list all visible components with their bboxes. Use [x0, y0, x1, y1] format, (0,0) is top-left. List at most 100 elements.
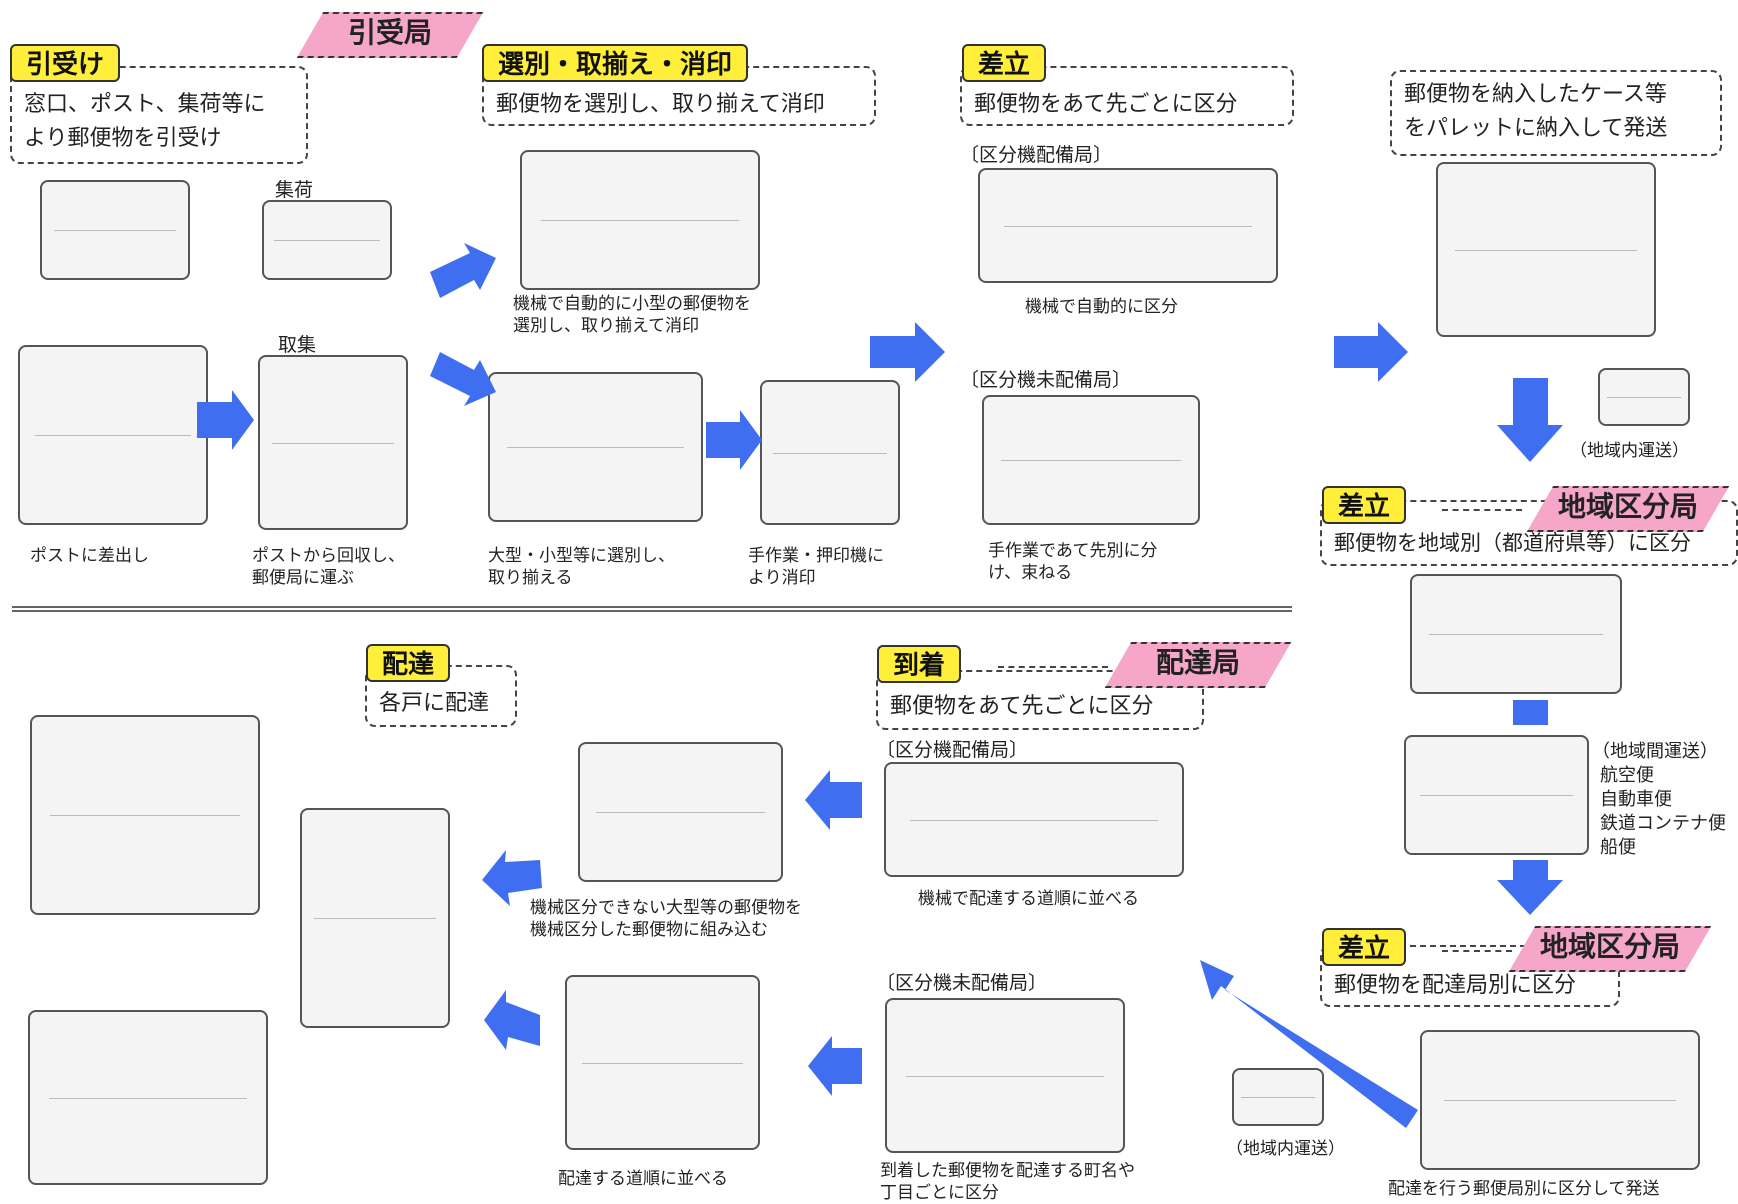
inter-transport-rail: 鉄道コンテナ便 [1600, 813, 1726, 834]
route-order-label: 配達する道順に並べる [558, 1169, 728, 1189]
regional-truck-1-illustration [1598, 368, 1690, 426]
hikiuke-description-line2: より郵便物を引受け [24, 126, 222, 151]
workers-hand-sorting-illustration [982, 395, 1200, 525]
sashitate-regional-connector [1442, 509, 1522, 511]
pallet-description-box: 郵便物を納入したケース等 をパレットに納入して発送 [1390, 70, 1722, 156]
post-collect-line2: 郵便局に運ぶ [252, 568, 354, 588]
hikiuke-description-line1: 窓口、ポスト、集荷等に [24, 92, 266, 117]
post-collect-line1: ポストから回収し、 [252, 546, 405, 566]
sort-by-size-line1: 大型・小型等に選別し、 [488, 546, 675, 566]
sashitate-top-description: 郵便物をあて先ごとに区分 [974, 92, 1238, 117]
top-machine-office-label: 〔区分機配備局〕 [960, 144, 1113, 166]
mailbox-child-illustration [18, 345, 208, 525]
sashitate-regional-stage-tag: 差立 [1322, 486, 1407, 524]
sashitate-top-description-box: 郵便物をあて先ごとに区分 [960, 66, 1294, 126]
merge-large-label: 機械区分できない大型等の郵便物を 機械区分した郵便物に組み込む [530, 897, 802, 941]
send-by-office-label: 配達を行う郵便局別に区分して発送 [1388, 1179, 1660, 1199]
arrow-size-to-cancel-icon [706, 410, 762, 470]
collection-van-illustration [262, 200, 392, 280]
pallet-loading-worker-illustration [1436, 162, 1656, 337]
bottom-machine-office-label: 〔区分機配備局〕 [876, 739, 1029, 761]
inter-transport-list: （地域間運送） 航空便 自動車便 鉄道コンテナ便 船便 [1592, 740, 1726, 860]
hand-sort-line1: 手作業であて先別に分 [988, 541, 1158, 561]
post-collect-label: ポストから回収し、 郵便局に運ぶ [252, 545, 405, 589]
machine-route-label: 機械で配達する道順に並べる [918, 889, 1139, 909]
regional-truck-2-illustration [1232, 1068, 1324, 1126]
bottom-no-machine-office-label: 〔区分機未配備局〕 [876, 972, 1048, 994]
merge-large-line1: 機械区分できない大型等の郵便物を [530, 898, 802, 918]
top-no-machine-office-label: 〔区分機未配備局〕 [960, 369, 1132, 391]
pallet-description-line1: 郵便物を納入したケース等 [1404, 82, 1667, 107]
automatic-canceling-machine-illustration [520, 150, 760, 290]
sashitate-regional-office-tag: 地域区分局 [1526, 486, 1730, 532]
inter-transport-air: 航空便 [1600, 765, 1654, 786]
tochaku-description: 郵便物をあて先ごとに区分 [890, 694, 1154, 719]
hikiuke-office-label: 引受局 [347, 16, 432, 49]
sashitate-delivery-description: 郵便物を配達局別に区分 [1334, 973, 1577, 998]
sashitate-delivery-office-label: 地域区分局 [1539, 930, 1680, 963]
arrival-sort-line1: 到着した郵便物を配達する町名や [880, 1161, 1135, 1181]
hand-sort-line2: け、束ねる [988, 563, 1073, 583]
shuka-label: 集荷 [275, 179, 314, 201]
arrow-to-sashitate-icon [870, 322, 945, 382]
top-sorting-machine-illustration [978, 168, 1278, 283]
inter-transport-ship: 船便 [1600, 837, 1636, 858]
machine-cancel-label: 機械で自動的に小型の郵便物を 選別し、取り揃えて消印 [513, 293, 751, 337]
arrow-to-arrival-icon [1200, 960, 1418, 1128]
arrow-to-machine-cancel-icon [430, 243, 496, 298]
carrier-on-motorcycle-illustration [300, 808, 450, 1028]
machine-cancel-line1: 機械で自動的に小型の郵便物を [513, 294, 751, 314]
sort-by-size-line2: 取り揃える [488, 568, 573, 588]
carrier-handing-letter-illustration [30, 715, 260, 915]
post-office-building-illustration [40, 180, 190, 280]
senbetsu-description: 郵便物を選別し、取り揃えて消印 [496, 92, 825, 117]
sashitate-delivery-connector [1442, 950, 1512, 952]
hand-sort-label: 手作業であて先別に分 け、束ねる [988, 540, 1158, 584]
section-divider [12, 606, 1292, 612]
sort-by-size-label: 大型・小型等に選別し、 取り揃える [488, 545, 675, 589]
sashitate-regional-description: 郵便物を地域別（都道府県等）に区分 [1334, 531, 1691, 555]
worker-route-ordering-illustration [565, 975, 760, 1150]
pallet-description-line2: をパレットに納入して発送 [1404, 116, 1668, 141]
tochaku-office-tag: 配達局 [1104, 642, 1292, 688]
sashitate-delivery-stage-tag: 差立 [1322, 928, 1407, 966]
worker-sorting-by-size-illustration [488, 372, 703, 522]
bottom-sorting-machine-illustration [884, 762, 1184, 877]
worker-hand-canceling-illustration [760, 380, 900, 525]
arrival-sort-label: 到着した郵便物を配達する町名や 丁目ごとに区分 [880, 1160, 1135, 1204]
machine-cancel-line2: 選別し、取り揃えて消印 [513, 316, 700, 336]
carrier-at-mailboxes-illustration [28, 1010, 268, 1185]
sashitate-top-stage-tag: 差立 [962, 44, 1047, 82]
tochaku-office-label: 配達局 [1155, 646, 1240, 679]
hikiuke-stage-tag: 引受け [10, 44, 121, 82]
arrow-inter-down-icon [1497, 860, 1563, 915]
shushu-label: 取集 [278, 334, 317, 356]
sashitate-regional-description-box: 郵便物を地域別（都道府県等）に区分 [1320, 500, 1738, 566]
hand-cancel-label: 手作業・押印機に より消印 [748, 545, 884, 589]
worker-merging-large-mail-illustration [578, 742, 783, 882]
arrow-route-to-delivery-icon [484, 990, 540, 1050]
sashitate-regional-office-label: 地域区分局 [1557, 490, 1698, 523]
arrow-machine-to-merge-icon [805, 770, 862, 830]
arrow-post-to-collect-icon [197, 390, 254, 450]
tochaku-description-box: 郵便物をあて先ごとに区分 [876, 670, 1204, 730]
regional-sorting-office-illustration [1410, 574, 1622, 694]
arrow-to-hand-sort-icon [430, 352, 496, 406]
arrow-pallet-down-icon [1497, 378, 1563, 462]
haitatsu-description: 各戸に配達 [379, 691, 490, 716]
merge-large-line2: 機械区分した郵便物に組み込む [530, 920, 768, 940]
senbetsu-stage-tag: 選別・取揃え・消印 [482, 44, 749, 82]
arrow-regional-down-icon [1513, 700, 1548, 725]
delivery-office-sorting-illustration [1420, 1030, 1700, 1170]
inter-regional-transport-illustration [1404, 735, 1589, 855]
hand-cancel-line2: より消印 [748, 568, 816, 588]
tochaku-stage-tag: 到着 [877, 645, 962, 683]
sashitate-delivery-description-box: 郵便物を配達局別に区分 [1320, 945, 1620, 1007]
hikiuke-office-tag: 引受局 [296, 12, 484, 58]
post-in-label: ポストに差出し [30, 546, 149, 566]
haitatsu-stage-tag: 配達 [366, 644, 451, 682]
arrow-hand-to-route-icon [808, 1036, 862, 1096]
mail-carrier-collecting-illustration [258, 355, 408, 530]
inter-transport-header: （地域間運送） [1592, 741, 1718, 762]
